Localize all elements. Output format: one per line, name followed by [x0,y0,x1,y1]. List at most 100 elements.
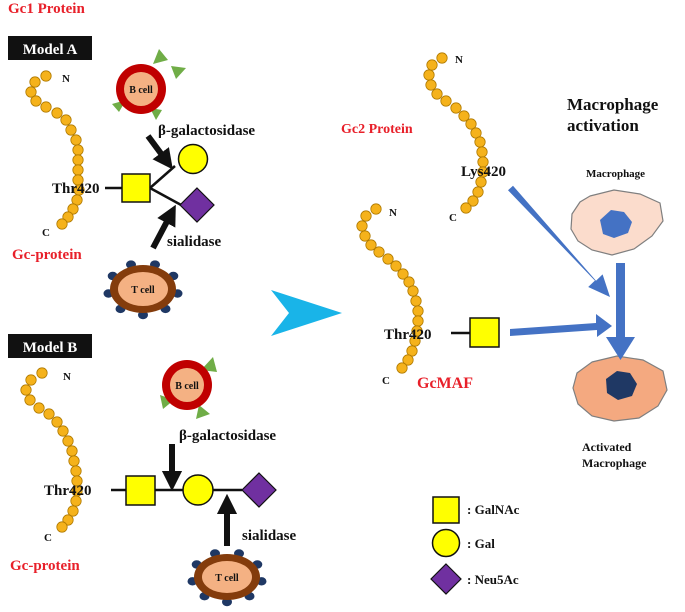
amino-acid-bead [475,176,487,188]
amino-acid-bead [370,203,382,215]
model-b-enzyme-beta-galactosidase: β-galactosidase [179,428,276,444]
legend-gal-swatch [431,528,461,558]
model-b-neu5ac-diamond [241,472,277,508]
macrophage-label: Macrophage [586,168,645,180]
amino-acid-bead [412,315,424,327]
amino-acid-bead [56,521,68,533]
activation-title-line2: activation [567,116,639,135]
amino-acid-bead [397,268,409,280]
amino-acid-bead [51,416,63,428]
transition-arrow [271,290,342,336]
model-b-panel: Model B N C Thr420 B cell β-galactosidas… [8,334,297,607]
legend-galnac-swatch [432,496,460,524]
model-b-label: Model B [23,340,78,356]
t-cell-body [118,272,168,306]
model-a-protein-name: Gc-protein [12,247,82,263]
amino-acid-bead [390,260,402,272]
model-b-c-terminal: C [44,532,52,544]
amino-acid-bead [359,230,371,242]
model-b-residue-label: Thr420 [44,483,92,499]
model-b-peptide-chain [20,367,83,533]
legend-galnac-label: : GalNAc [467,502,520,517]
gc2-n-terminal: N [455,54,463,66]
gcmaf-galnac-square [469,317,500,348]
amino-acid-bead [382,253,394,265]
amino-acid-bead [472,186,484,198]
amino-acid-bead [67,505,79,517]
model-a-c-terminal: C [42,227,50,239]
gcmaf-label: GcMAF [417,375,473,392]
amino-acid-bead [467,195,479,207]
amino-acid-bead [426,59,438,71]
amino-acid-bead [33,402,45,414]
amino-acid-bead [36,367,48,379]
amino-acid-bead [373,246,385,258]
amino-acid-bead [30,95,42,107]
amino-acid-bead [72,154,84,166]
amino-acid-bead [72,164,84,176]
amino-acid-bead [412,305,424,317]
amino-acid-bead [458,110,470,122]
activation-title-line1: Macrophage [567,95,659,114]
legend-neu5ac-label: : Neu5Ac [467,572,519,587]
model-b-protein-name: Gc-protein [10,558,80,574]
activated-macrophage-nucleus [606,371,637,400]
amino-acid-bead [57,425,69,437]
amino-acid-bead [40,101,52,113]
model-a-bond-to-neu5ac [149,186,184,208]
t-cell-body [202,561,252,593]
amino-acid-bead [70,465,82,477]
resting-macrophage-nucleus [600,210,632,238]
arrow-macrophage-to-activated [606,263,635,360]
model-a-t-cell: T cell [103,260,183,320]
model-b-t-cell-label: T cell [215,573,239,584]
amino-acid-bead [396,362,408,374]
gcmaf-n-terminal: N [389,207,397,219]
amino-acid-bead [60,114,72,126]
amino-acid-bead [65,124,77,136]
amino-acid-bead [72,144,84,156]
model-b-n-terminal: N [63,371,71,383]
arrow-gc2-to-macrophage [508,185,610,297]
gcmaf-peptide-chain [356,203,424,374]
b-cell-spike [150,108,162,120]
model-a-neu5ac-diamond [179,187,215,223]
model-a-panel: Model A N C Thr420 B cell β-galactosidas… [8,36,255,320]
amino-acid-bead [460,202,472,214]
model-b-galnac-square [125,475,156,506]
b-cell-body [124,72,158,106]
amino-acid-bead [40,70,52,82]
amino-acid-bead [20,384,32,396]
amino-acid-bead [465,118,477,130]
model-a-arrow-beta-galactosidase [145,134,173,170]
model-a-label: Model A [23,42,78,58]
gcmaf-c-terminal: C [382,375,390,387]
activated-label-line2: Macrophage [582,456,647,470]
legend-gal-label: : Gal [467,536,495,551]
model-a-arrow-sialidase [150,204,176,250]
model-a-t-cell-label: T cell [131,285,155,296]
amino-acid-bead [70,134,82,146]
amino-acid-bead [356,220,368,232]
amino-acid-bead [24,394,36,406]
model-a-b-cell: B cell [112,49,186,120]
amino-acid-bead [51,107,63,119]
model-a-enzyme-beta-galactosidase: β-galactosidase [158,123,255,139]
amino-acid-bead [67,203,79,215]
amino-acid-bead [25,86,37,98]
b-cell-body [170,368,204,402]
amino-acid-bead [62,435,74,447]
model-b-enzyme-sialidase: sialidase [242,528,297,544]
legend-neu5ac-swatch [430,563,462,595]
amino-acid-bead [410,295,422,307]
amino-acid-bead [423,69,435,81]
amino-acid-bead [360,210,372,222]
model-a-b-cell-label: B cell [129,85,153,96]
b-cell-spike [171,66,186,79]
right-panel: N C Gc2 Protein Lys420 N C Thr420 GcMAF … [341,52,668,470]
model-a-galnac-square [121,173,151,203]
amino-acid-bead [436,52,448,64]
amino-acid-bead [56,218,68,230]
model-b-b-cell: B cell [160,357,217,419]
amino-acid-bead [431,88,443,100]
